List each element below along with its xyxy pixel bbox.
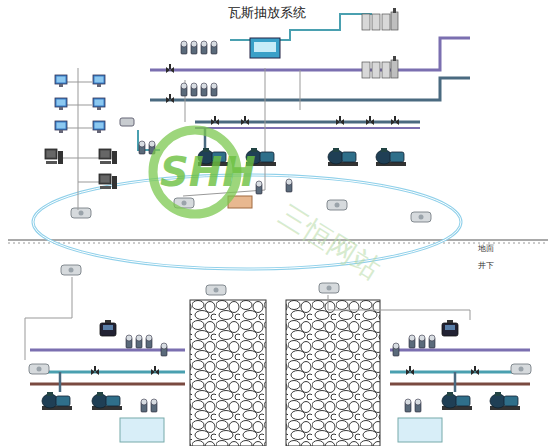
watermark-logo-text: SHH bbox=[160, 150, 256, 194]
rock-seam bbox=[190, 300, 266, 446]
underground-station bbox=[25, 277, 185, 442]
surface-pipes bbox=[78, 14, 470, 210]
ground-label: 井下 bbox=[478, 262, 494, 271]
rock-seam bbox=[286, 300, 380, 446]
sensor-meter bbox=[139, 41, 292, 194]
ground-label: 地面 bbox=[478, 245, 494, 254]
control-station bbox=[250, 38, 280, 58]
diagram-title: 瓦斯抽放系统 bbox=[228, 6, 306, 20]
storage-cylinders bbox=[362, 8, 398, 78]
underground-station bbox=[328, 295, 530, 442]
ground-line bbox=[8, 240, 548, 243]
ring-switch bbox=[61, 198, 431, 295]
underground-equipment bbox=[393, 320, 531, 412]
underground-equipment bbox=[29, 320, 167, 412]
computer-network bbox=[45, 68, 134, 206]
